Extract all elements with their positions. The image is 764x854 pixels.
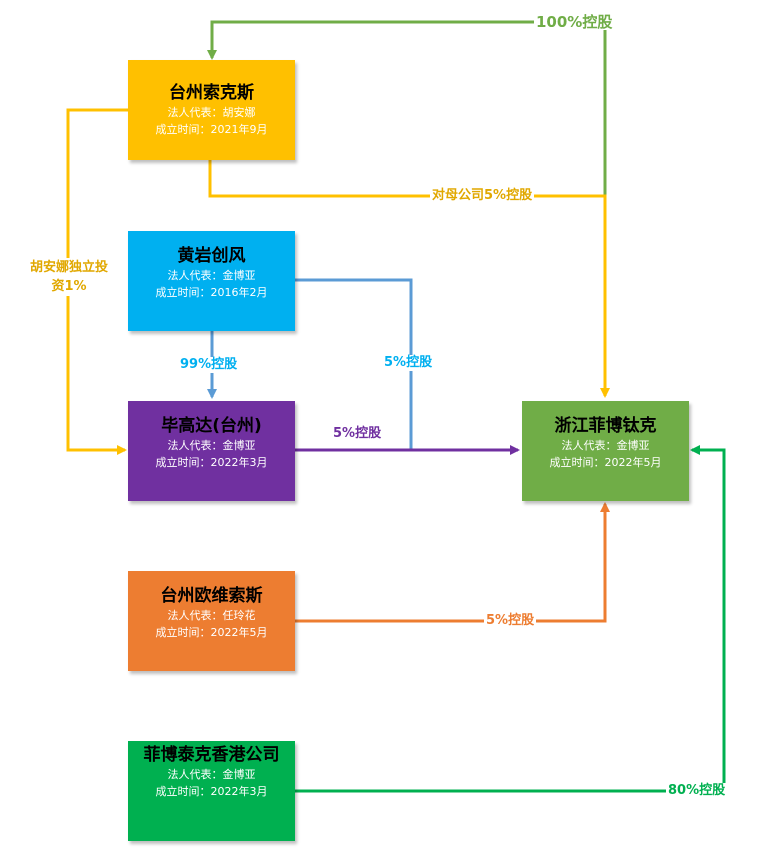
entity-legal-rep: 法人代表：任玲花	[167, 609, 256, 622]
entity-established: 成立时间：2022年5月	[155, 626, 268, 639]
entity-taizhou-suokesi: 台州索克斯 法人代表：胡安娜 成立时间：2021年9月	[128, 60, 295, 160]
entity-established: 成立时间：2022年3月	[155, 456, 268, 469]
label-100-percent: 100%控股	[534, 13, 615, 31]
label-ouwei-5-percent: 5%控股	[484, 613, 537, 629]
arrow-ouwei-5-percent	[295, 502, 610, 623]
entity-name: 毕高达(台州)	[161, 416, 262, 436]
entity-legal-rep: 法人代表：金博亚	[167, 439, 256, 452]
entity-name: 菲博泰克香港公司	[143, 745, 280, 765]
entity-legal-rep: 法人代表：胡安娜	[167, 106, 256, 119]
label-99-percent: 99%控股	[178, 357, 240, 373]
entity-established: 成立时间：2022年3月	[155, 785, 268, 798]
entity-established: 成立时间：2016年2月	[155, 286, 268, 299]
entity-bigaoda: 毕高达(台州) 法人代表：金博亚 成立时间：2022年3月	[128, 401, 295, 501]
entity-name: 台州欧维索斯	[160, 586, 263, 606]
label-80-percent: 80%控股	[666, 783, 728, 799]
label-hu-anna-1-percent: 胡安娜独立投资1%	[26, 258, 112, 296]
entity-name: 浙江菲博钛克	[554, 416, 657, 436]
entity-zhejiang-feibo: 浙江菲博钛克 法人代表：金博亚 成立时间：2022年5月	[522, 401, 689, 501]
arrow-parent-5-percent	[208, 160, 610, 398]
entity-legal-rep: 法人代表：金博亚	[561, 439, 650, 452]
line-huangyan-5-percent	[295, 278, 413, 450]
arrow-80-percent	[295, 445, 726, 793]
label-huangyan-5-percent: 5%控股	[382, 355, 435, 371]
entity-established: 成立时间：2021年9月	[155, 123, 268, 136]
entity-name: 台州索克斯	[169, 83, 254, 103]
entity-taizhou-ouwei: 台州欧维索斯 法人代表：任玲花 成立时间：2022年5月	[128, 571, 295, 671]
entity-established: 成立时间：2022年5月	[549, 456, 662, 469]
entity-feibo-hk: 菲博泰克香港公司 法人代表：金博亚 成立时间：2022年3月	[128, 741, 295, 841]
entity-huangyan-chuangfeng: 黄岩创风 法人代表：金博亚 成立时间：2016年2月	[128, 231, 295, 331]
label-parent-5-percent: 对母公司5%控股	[430, 188, 535, 204]
entity-name: 黄岩创风	[177, 246, 246, 266]
entity-legal-rep: 法人代表：金博亚	[167, 768, 256, 781]
entity-legal-rep: 法人代表：金博亚	[167, 269, 256, 282]
label-bigaoda-5-percent: 5%控股	[333, 426, 382, 441]
